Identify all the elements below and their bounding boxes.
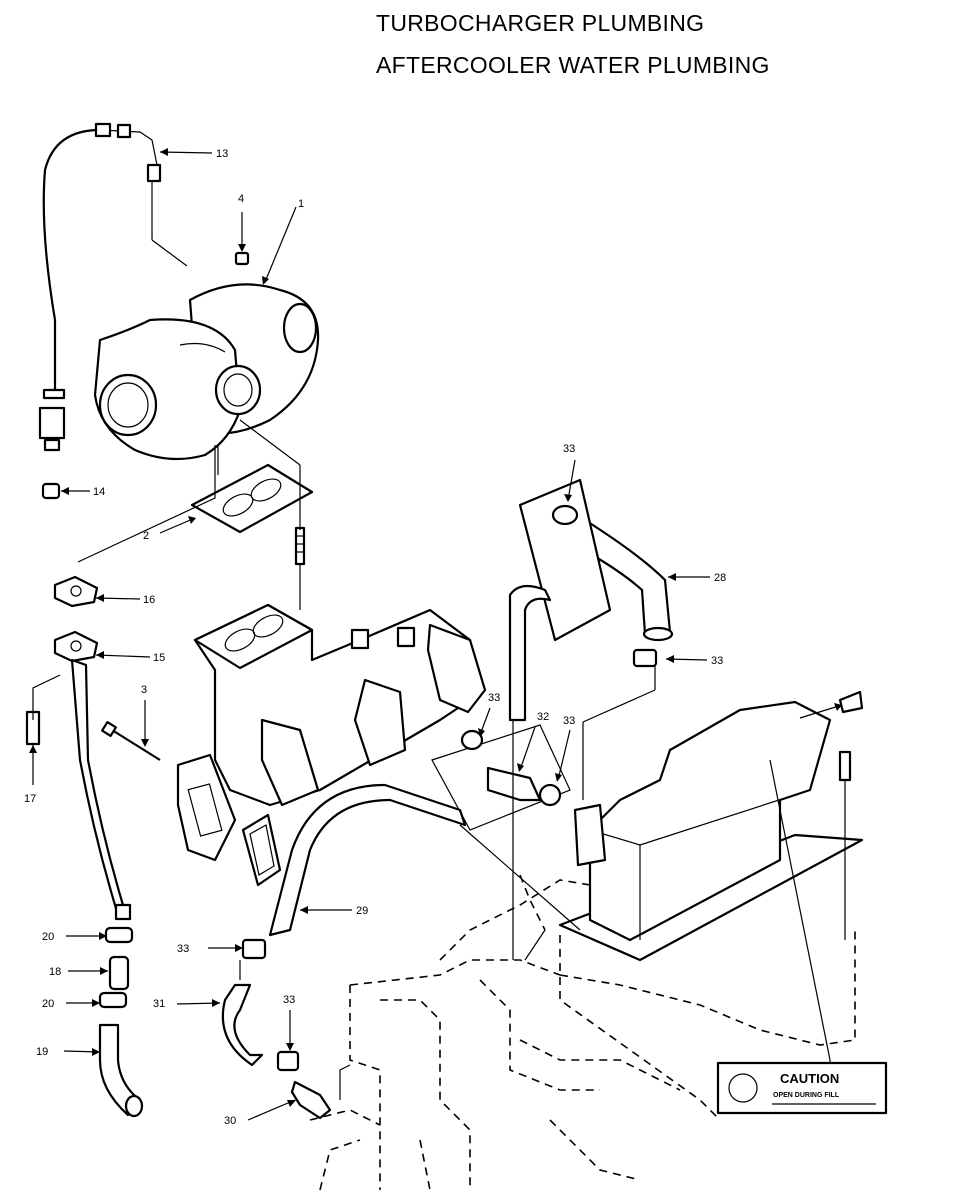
water-hose-31 <box>221 983 264 1067</box>
callout-29: 29 <box>356 905 368 917</box>
vertical-pipe <box>508 584 552 722</box>
callout-31: 31 <box>153 998 165 1010</box>
manifold-gasket <box>241 813 282 887</box>
arrowheads <box>29 148 842 1107</box>
callout-numbers: 13 4 1 14 2 16 15 3 17 20 18 20 19 33 28… <box>24 148 726 1127</box>
caution-label: CAUTION OPEN DURING FILL <box>716 1061 888 1115</box>
caution-heading: CAUTION <box>780 1071 839 1086</box>
callout-16: 16 <box>143 594 155 606</box>
exhaust-manifold <box>176 603 487 862</box>
engine-block-outline <box>309 874 856 1191</box>
callout-33-right: 33 <box>711 655 723 667</box>
callout-33-bottom: 33 <box>283 994 295 1006</box>
water-hose-28 <box>518 478 674 642</box>
callout-28: 28 <box>714 572 726 584</box>
nut-4 <box>234 251 250 266</box>
callout-20-lower: 20 <box>42 998 54 1010</box>
fitting-14 <box>38 388 66 500</box>
callout-18: 18 <box>49 966 61 978</box>
caution-subtext: OPEN DURING FILL <box>773 1092 840 1099</box>
hose-clamps <box>241 504 658 1072</box>
water-hose-32 <box>431 724 571 831</box>
aftercooler <box>558 690 864 962</box>
callout-15: 15 <box>153 652 165 664</box>
bolt-3 <box>101 721 161 761</box>
callout-33-left: 33 <box>177 943 189 955</box>
callout-1: 1 <box>298 198 304 210</box>
callout-17: 17 <box>24 793 36 805</box>
callout-33-top: 33 <box>563 443 575 455</box>
callout-2: 2 <box>143 530 149 542</box>
callout-30: 30 <box>224 1115 236 1127</box>
callout-14: 14 <box>93 486 105 498</box>
callout-32: 32 <box>537 711 549 723</box>
callout-33-mid-right: 33 <box>563 715 575 727</box>
callout-4: 4 <box>238 193 244 205</box>
callout-19: 19 <box>36 1046 48 1058</box>
turbocharger <box>93 283 320 461</box>
oil-feed-line <box>42 122 162 390</box>
callout-20-upper: 20 <box>42 931 54 943</box>
oil-drain-assembly <box>53 575 132 921</box>
water-hose-29 <box>268 783 467 937</box>
callout-33-mid-left: 33 <box>488 692 500 704</box>
drain-hose-parts <box>98 926 144 1118</box>
callout-13: 13 <box>216 148 228 160</box>
turbo-gasket <box>190 463 314 534</box>
studs <box>294 526 306 566</box>
fitting-30 <box>290 1080 332 1120</box>
title-line-2: AFTERCOOLER WATER PLUMBING <box>376 52 770 78</box>
title-line-1: TURBOCHARGER PLUMBING <box>376 10 705 36</box>
callout-3: 3 <box>141 684 147 696</box>
